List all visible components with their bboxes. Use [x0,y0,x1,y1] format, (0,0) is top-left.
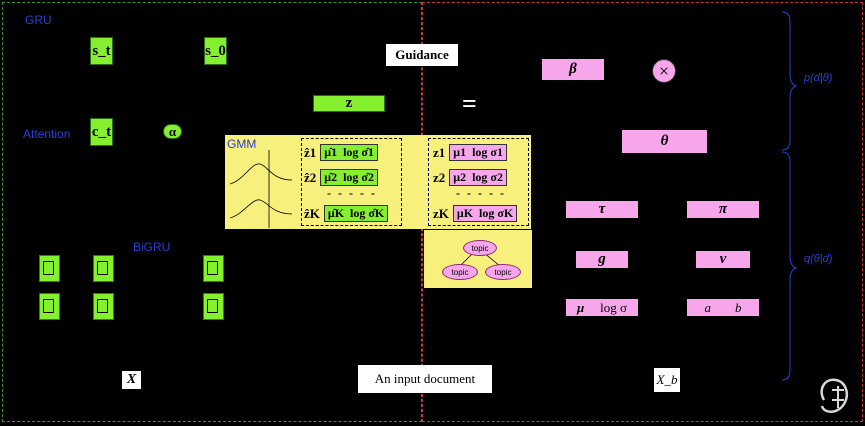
guidance-label: Guidance [386,44,458,66]
bigru-forward-cell-1 [39,293,60,320]
input-x-label: X [122,371,141,389]
mu-hat-1: μ̂1 [320,144,342,161]
right-braces [781,11,798,381]
z-hat-k: ẑK [304,205,320,221]
alpha-node: α [163,124,182,139]
context-ct-node: c_t [90,118,113,146]
b-label: b [735,299,742,315]
theta-node: θ [622,130,707,153]
mu-2: μ2 [449,169,471,186]
logsigma-label: log σ [600,299,628,315]
gmm-label: GMM [227,137,257,151]
equals-sign: = [462,89,477,118]
mu-hat-2: μ̂2 [320,169,342,186]
g-node: g [576,251,628,268]
inference-brace-label: q(θ|d) [804,253,833,265]
posterior-dashed-box [301,138,402,226]
mu-1: μ1 [449,144,471,161]
a-label: a [704,299,712,315]
attention-label: Attention [23,127,71,141]
bigru-label: BiGRU [133,240,171,254]
latent-z-node: z [313,95,385,112]
beta-node: β [542,59,604,80]
topic-right-node: topic [485,264,521,280]
z-hat-1: ẑ1 [304,144,317,160]
z-2: z2 [433,169,446,185]
v-node: v [696,251,750,268]
topic-left-node: topic [442,264,478,280]
input-xb-label: X_b [654,368,680,392]
bigru-backward-cell-1 [39,255,60,282]
gaussian-curves-icon [229,150,293,228]
topic-root-node: topic [463,240,497,256]
bigru-backward-cell-2 [93,255,114,282]
gru-label: GRU [25,13,52,27]
generation-brace-label: p(d|θ) [804,72,833,84]
prior-dashed-box [428,138,529,226]
logsig-hat-2: log σ̂2 [340,169,378,186]
tau-node: τ [566,201,638,218]
z-1: z1 [433,144,446,160]
z-hat-2: ẑ2 [304,169,317,185]
logsig-1: log σ1 [469,144,507,161]
logsig-hat-1: log σ̂1 [340,144,378,161]
input-document-box: An input document [358,365,492,393]
state-st-node: s_t [90,37,113,65]
mu-hat-k: μ̂K [323,205,349,222]
bigru-forward-cell-2 [93,293,114,320]
logsig-hat-k: log σ̂K [347,205,389,222]
logsig-2: log σ2 [469,169,507,186]
z-k: zK [433,205,449,221]
multiply-icon: × [652,59,676,83]
bigru-backward-cell-3 [203,255,224,282]
gmm-ellipsis: - - - - - [327,186,377,200]
bigru-forward-cell-3 [203,293,224,320]
topic-tree-edges [459,247,501,267]
watermark-logo [820,378,848,413]
mu-logsigma-node: μ log σ [566,299,638,316]
pi-node: π [687,201,759,218]
mu-k: μK [452,205,478,222]
mu-label: μ [576,299,585,315]
state-s0-node: s_0 [204,37,227,65]
logsig-k: log σK [476,205,518,222]
prior-ellipsis: - - - - - [456,186,506,200]
